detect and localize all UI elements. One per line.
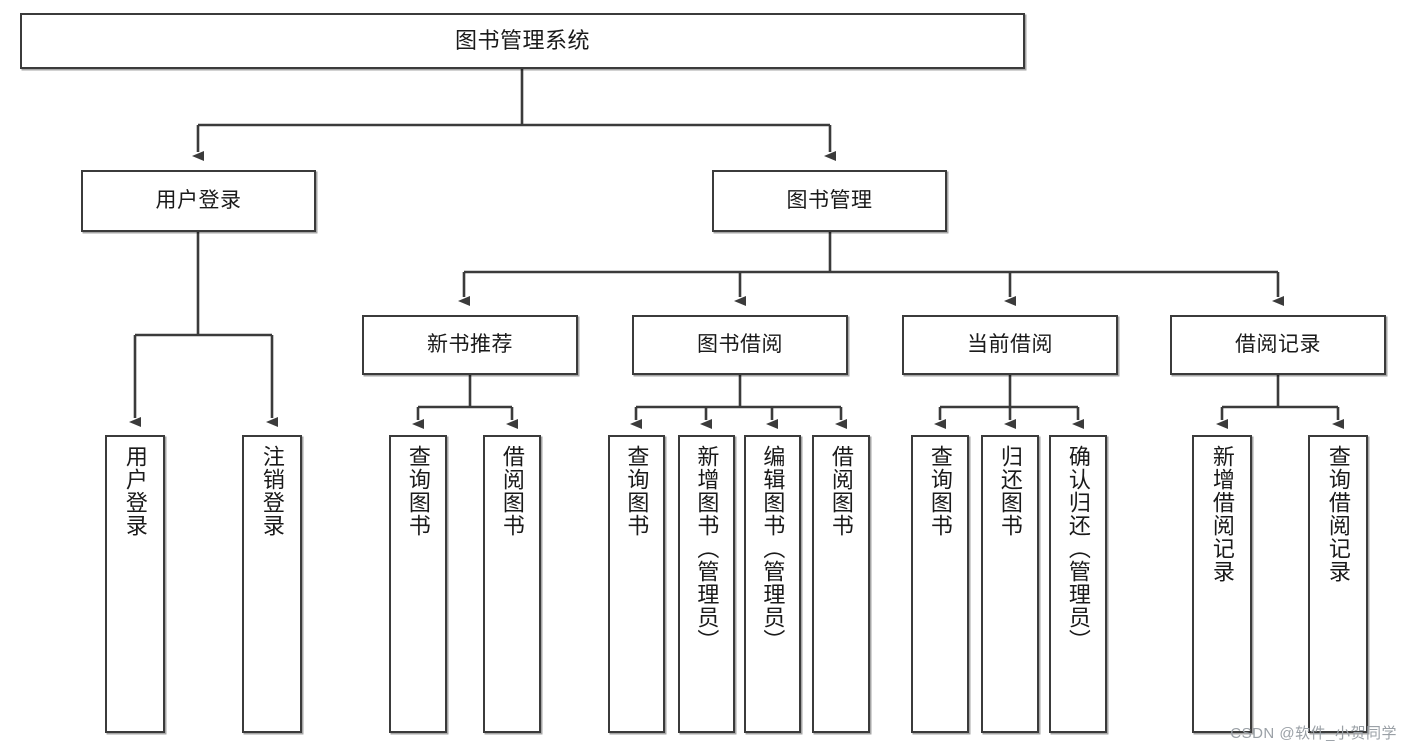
leaf-borrow-record-2-label: 查询借阅记录 bbox=[1325, 445, 1351, 583]
leaf-current-borrow-1-label: 查询图书 bbox=[927, 445, 953, 537]
leaf-borrow-record-2[interactable]: 查询借阅记录 bbox=[1308, 435, 1368, 733]
leaf-book-borrow-3-label: 编辑图书（管理员） bbox=[760, 445, 786, 652]
node-book-borrow[interactable]: 图书借阅 bbox=[632, 315, 848, 375]
leaf-current-borrow-3-label: 确认归还（管理员） bbox=[1065, 445, 1091, 652]
leaf-new-book-1-label: 查询图书 bbox=[405, 445, 431, 537]
node-user-login[interactable]: 用户登录 bbox=[81, 170, 316, 232]
leaf-new-book-1[interactable]: 查询图书 bbox=[389, 435, 447, 733]
leaf-new-book-2[interactable]: 借阅图书 bbox=[483, 435, 541, 733]
leaf-book-borrow-4-label: 借阅图书 bbox=[828, 445, 854, 537]
node-book-management-label: 图书管理 bbox=[786, 188, 873, 212]
node-current-borrow-label: 当前借阅 bbox=[967, 332, 1053, 356]
leaf-book-borrow-1[interactable]: 查询图书 bbox=[608, 435, 665, 733]
leaf-borrow-record-1[interactable]: 新增借阅记录 bbox=[1192, 435, 1252, 733]
leaf-borrow-record-1-label: 新增借阅记录 bbox=[1209, 445, 1235, 583]
node-user-login-label: 用户登录 bbox=[155, 188, 242, 212]
leaf-book-borrow-4[interactable]: 借阅图书 bbox=[812, 435, 870, 733]
node-borrow-record[interactable]: 借阅记录 bbox=[1170, 315, 1386, 375]
leaf-book-borrow-2[interactable]: 新增图书（管理员） bbox=[678, 435, 735, 733]
node-borrow-record-label: 借阅记录 bbox=[1235, 332, 1321, 356]
node-new-book-recommend[interactable]: 新书推荐 bbox=[362, 315, 578, 375]
leaf-user-login-1[interactable]: 用户登录 bbox=[105, 435, 165, 733]
leaf-book-borrow-2-label: 新增图书（管理员） bbox=[694, 445, 720, 652]
leaf-current-borrow-2-label: 归还图书 bbox=[997, 445, 1023, 537]
leaf-user-login-2[interactable]: 注销登录 bbox=[242, 435, 302, 733]
watermark: CSDN @软件_小贺同学 bbox=[1230, 725, 1397, 742]
leaf-current-borrow-3[interactable]: 确认归还（管理员） bbox=[1049, 435, 1107, 733]
node-book-management[interactable]: 图书管理 bbox=[712, 170, 947, 232]
node-current-borrow[interactable]: 当前借阅 bbox=[902, 315, 1118, 375]
node-book-borrow-label: 图书借阅 bbox=[697, 332, 783, 356]
node-new-book-recommend-label: 新书推荐 bbox=[427, 332, 513, 356]
leaf-current-borrow-2[interactable]: 归还图书 bbox=[981, 435, 1039, 733]
leaf-book-borrow-1-label: 查询图书 bbox=[624, 445, 650, 537]
leaf-user-login-2-label: 注销登录 bbox=[259, 445, 285, 537]
node-root[interactable]: 图书管理系统 bbox=[20, 13, 1025, 69]
leaf-user-login-1-label: 用户登录 bbox=[122, 445, 148, 537]
leaf-current-borrow-1[interactable]: 查询图书 bbox=[911, 435, 969, 733]
node-root-label: 图书管理系统 bbox=[454, 28, 590, 54]
leaf-book-borrow-3[interactable]: 编辑图书（管理员） bbox=[744, 435, 801, 733]
leaf-new-book-2-label: 借阅图书 bbox=[499, 445, 525, 537]
